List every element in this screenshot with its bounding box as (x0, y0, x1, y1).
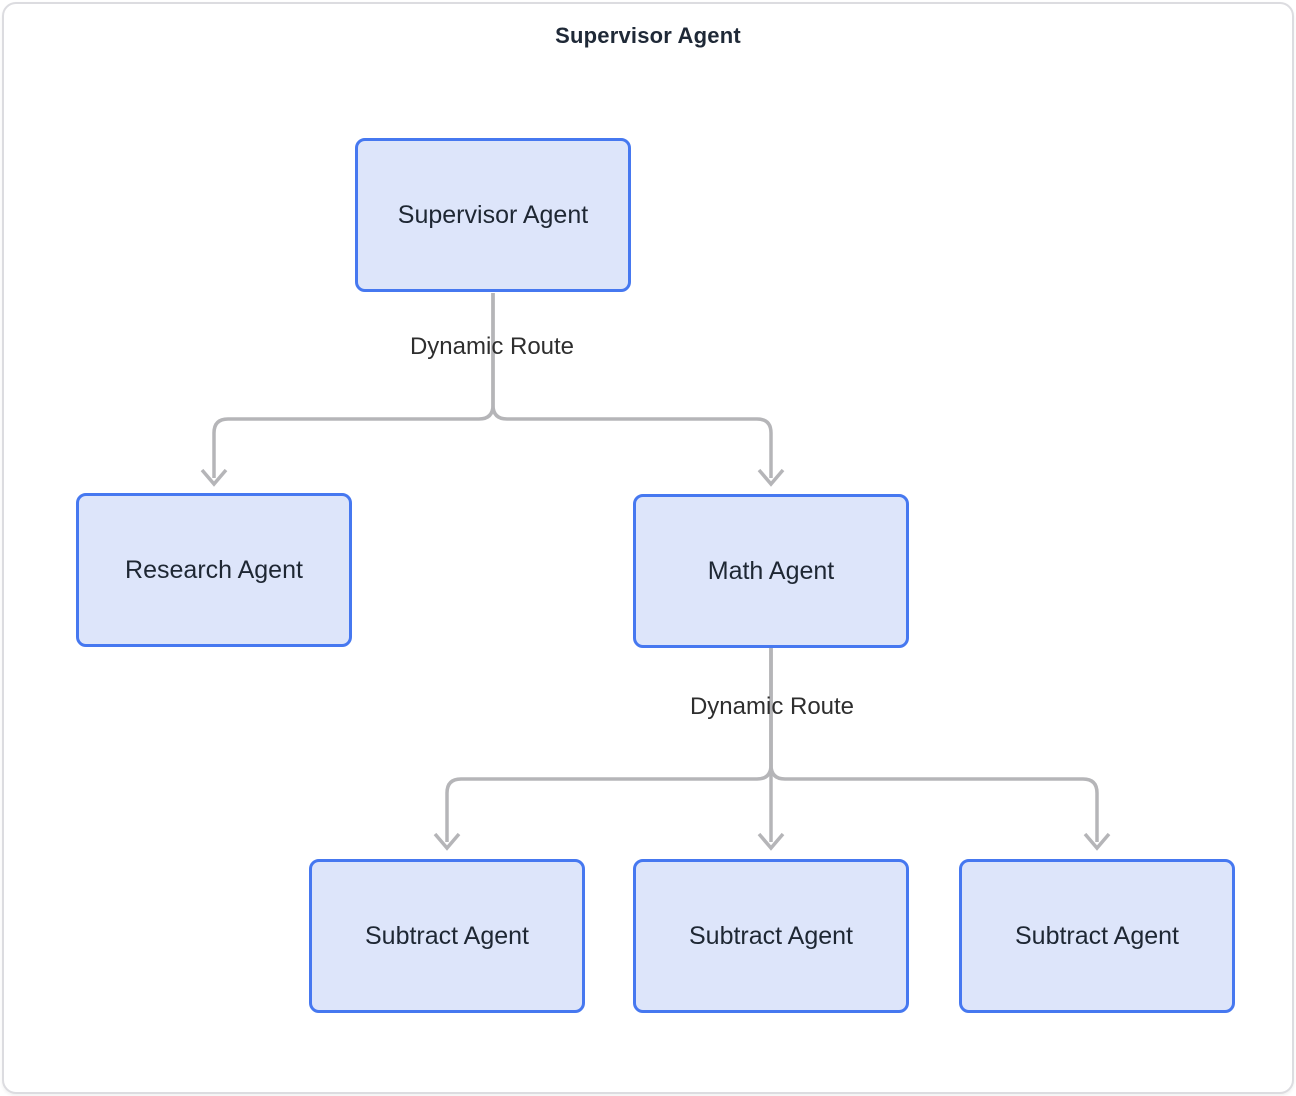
node-math-agent: Math Agent (633, 494, 909, 648)
edge-label-dynamic-route-2: Dynamic Route (689, 693, 855, 720)
edge-label-dynamic-route-1: Dynamic Route (409, 333, 575, 360)
node-label: Subtract Agent (1014, 921, 1179, 950)
node-label: Math Agent (707, 556, 835, 585)
node-research-agent: Research Agent (76, 493, 352, 647)
node-subtract-agent-3: Subtract Agent (959, 859, 1235, 1013)
edge-supervisor-research (212, 293, 495, 478)
node-subtract-agent-1: Subtract Agent (309, 859, 585, 1013)
node-label: Subtract Agent (364, 921, 529, 950)
node-label: Research Agent (125, 555, 303, 584)
node-label: Subtract Agent (688, 921, 853, 950)
edge-math-subtract-1 (445, 647, 773, 842)
arrowhead-down-icon (757, 468, 785, 487)
edges-layer (200, 293, 1111, 851)
arrowhead-down-icon (433, 832, 461, 851)
arrowhead-down-icon (200, 468, 228, 487)
arrowhead-down-icon (1083, 832, 1111, 851)
diagram-title: Supervisor Agent (555, 23, 741, 48)
edge-math-subtract-3 (769, 647, 1099, 842)
arrowhead-down-icon (757, 832, 785, 851)
node-label: Supervisor Agent (397, 200, 589, 229)
node-supervisor-agent: Supervisor Agent (355, 138, 631, 292)
edge-supervisor-math (491, 293, 773, 478)
node-subtract-agent-2: Subtract Agent (633, 859, 909, 1013)
